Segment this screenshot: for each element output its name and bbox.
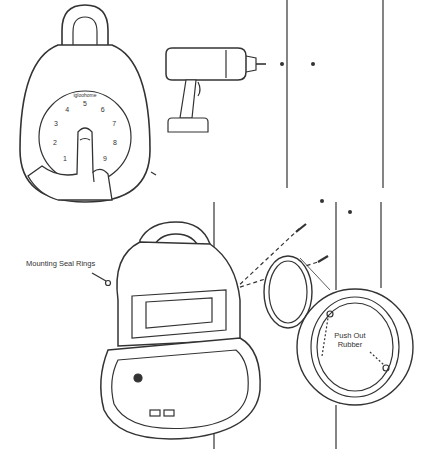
part-label: Push Out Rubber: [328, 332, 372, 349]
drill: [166, 48, 315, 132]
screw: [134, 374, 142, 382]
seal-ring: [106, 281, 111, 286]
leader-line: [92, 273, 106, 281]
keypad-digit: 4: [65, 106, 69, 114]
keypad-digit: 7: [112, 120, 116, 128]
keypad-digit: 9: [103, 155, 107, 163]
zoom-detail: [297, 258, 413, 405]
lock-box: [20, 5, 156, 202]
keypad-digit: 1: [63, 155, 67, 163]
wall-plugs: [296, 224, 328, 262]
brand-name: igloohome: [73, 93, 96, 99]
keypad-digit: 2: [53, 139, 57, 147]
hand: [28, 128, 112, 200]
part-label: Mounting Seal Rings: [26, 260, 95, 269]
wall-edge: [335, 202, 336, 290]
rubber-ring: [269, 261, 307, 323]
drill-hole: [320, 199, 324, 203]
wall-edge: [382, 0, 383, 188]
keypad-digit: 8: [113, 139, 117, 147]
keypad-digit: 6: [101, 106, 105, 114]
wall-edge: [286, 0, 287, 188]
keypad-digit: 3: [54, 120, 58, 128]
drill-hole: [348, 210, 352, 214]
wall-edge: [335, 405, 336, 449]
opened-lock-box: [101, 222, 260, 439]
keypad-digit: 5: [83, 100, 87, 108]
wall-edge: [380, 202, 381, 288]
